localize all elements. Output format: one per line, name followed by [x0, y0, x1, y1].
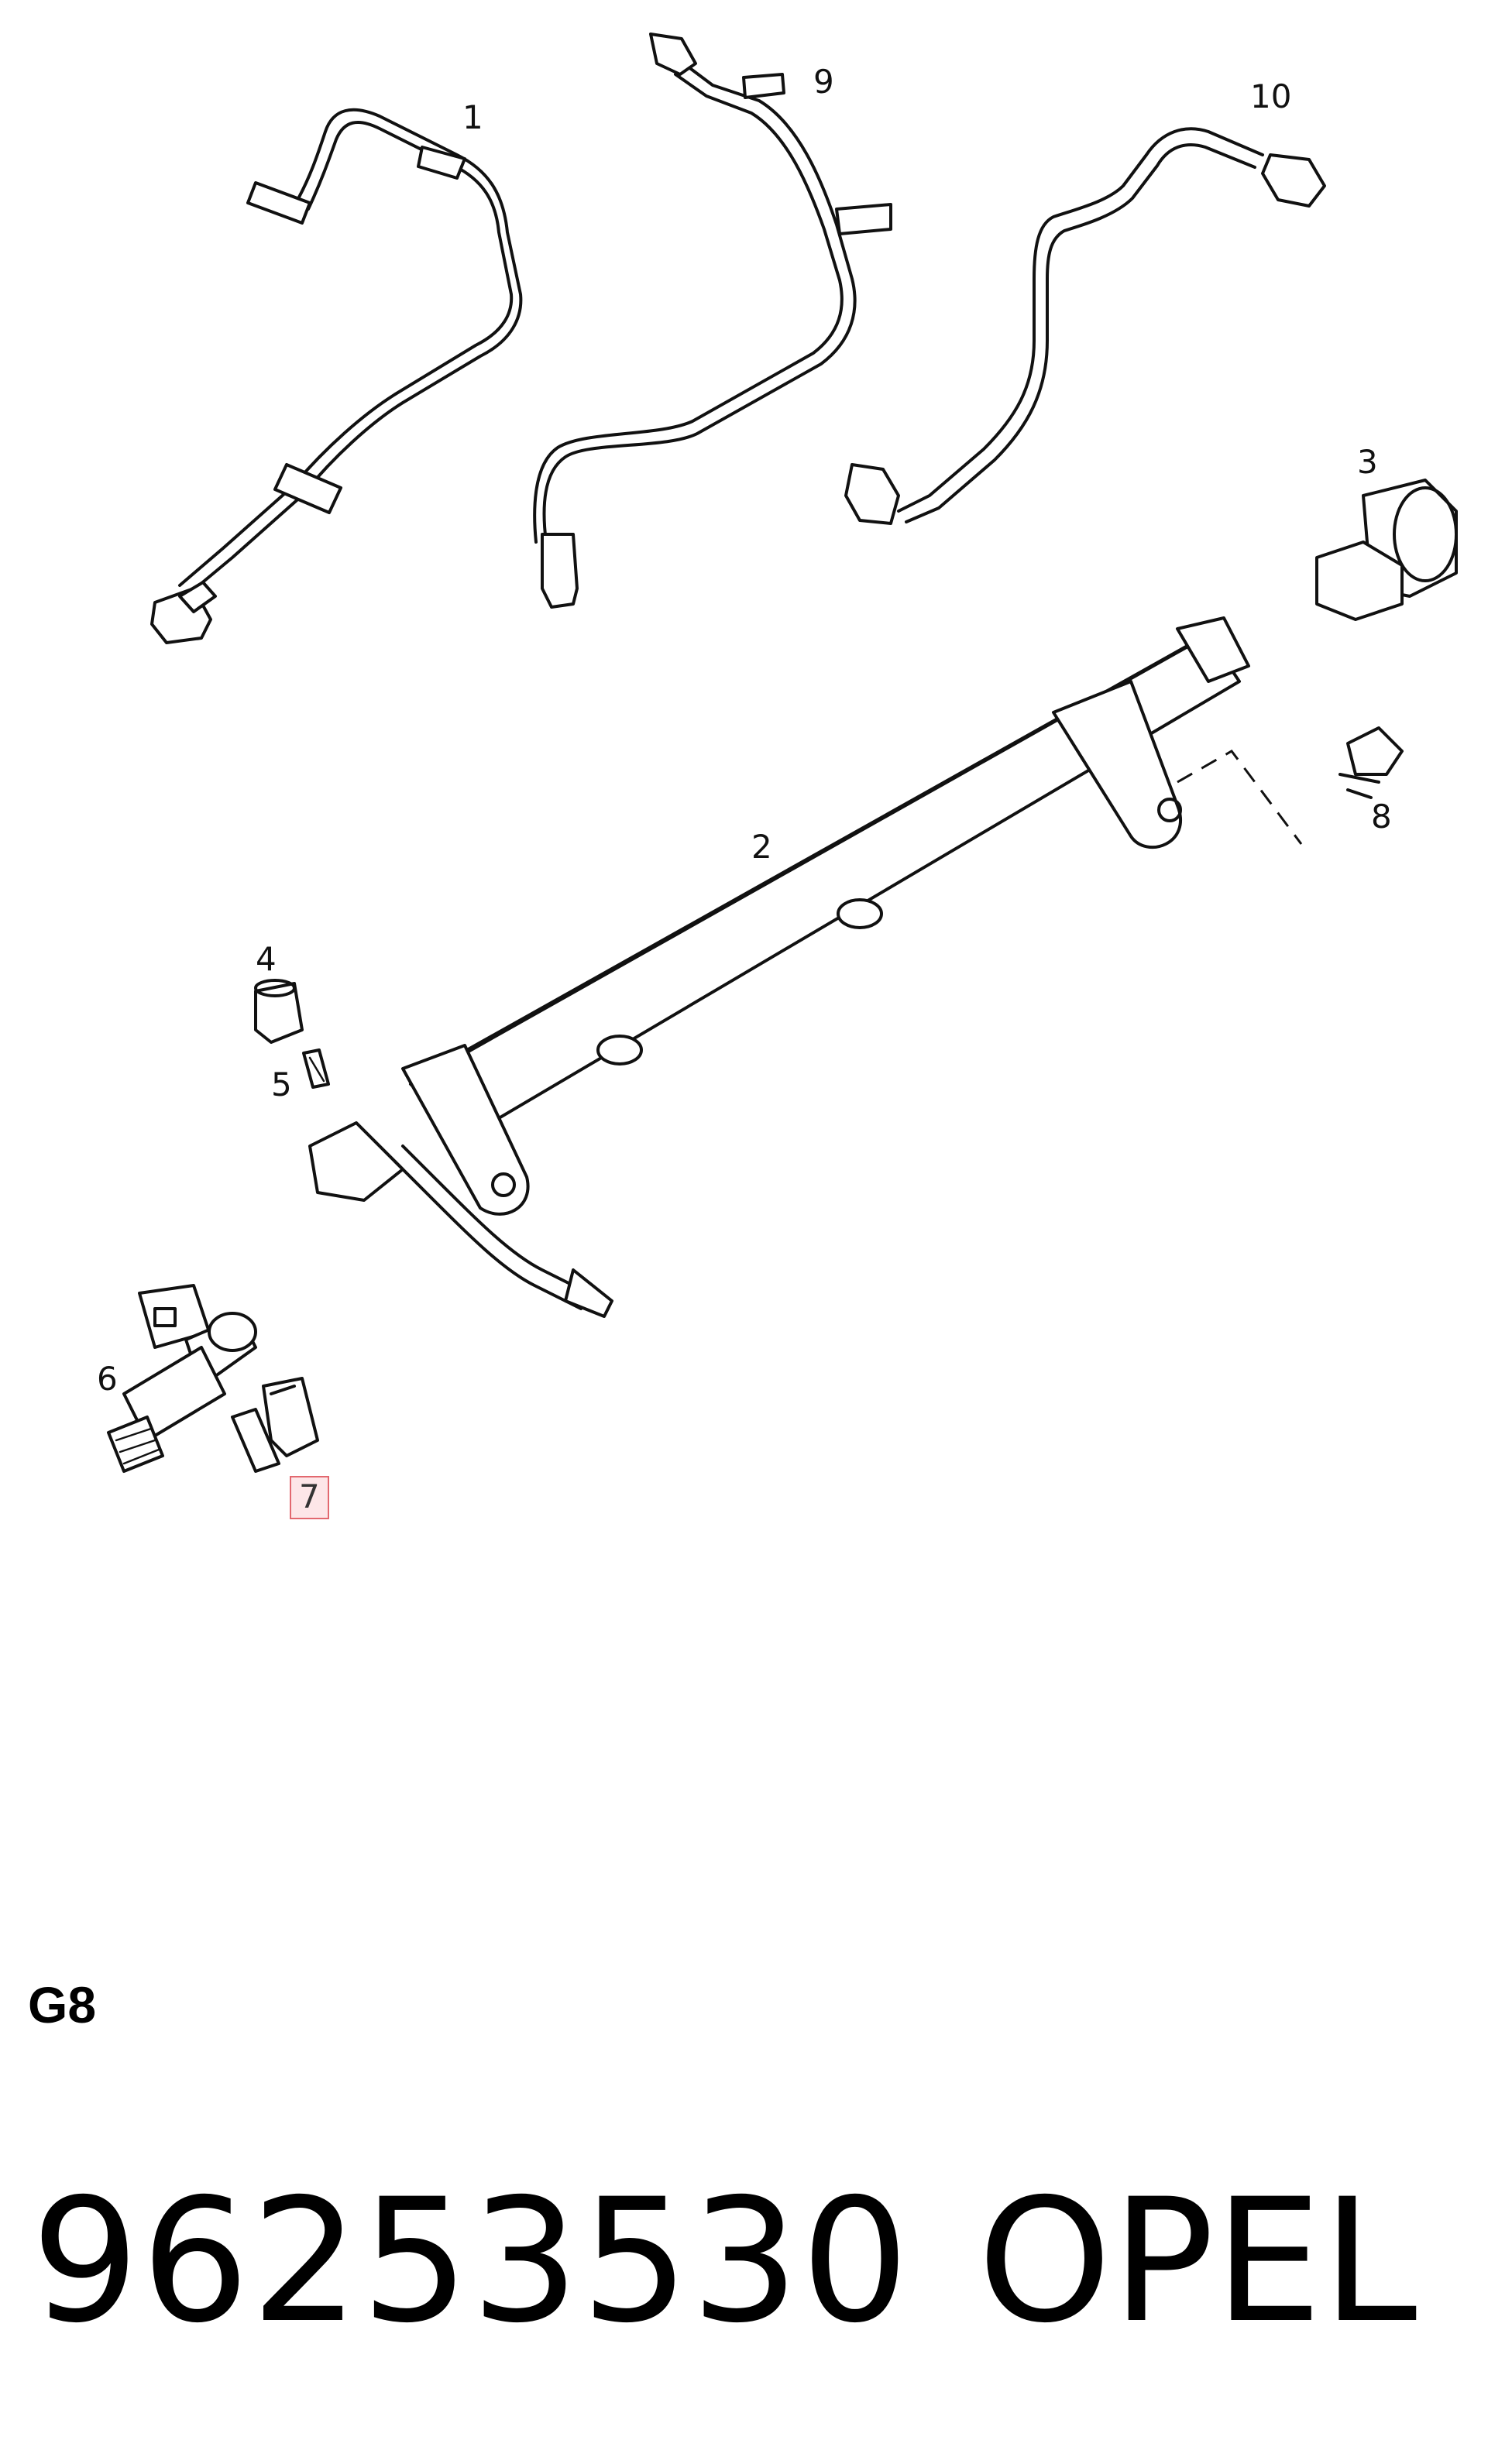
- part-10-fuel-line: [844, 127, 1326, 525]
- brand-name: OPEL: [978, 2162, 1418, 2360]
- section-code: G8: [28, 1976, 97, 2033]
- part-7-clip: [231, 1377, 319, 1473]
- part-4-cap: [254, 979, 304, 1044]
- callout-10: 10: [1250, 77, 1292, 115]
- part-1-fuel-line: [150, 108, 523, 644]
- part-3-pressure-regulator-nut: [1315, 479, 1458, 621]
- callout-6: 6: [97, 1360, 118, 1398]
- callout-5: 5: [271, 1066, 292, 1103]
- callout-3: 3: [1357, 443, 1378, 481]
- callout-7[interactable]: 7: [290, 1476, 329, 1519]
- part-8-bolt: [1338, 726, 1404, 799]
- part-number: 96253530: [31, 2162, 911, 2360]
- exploded-view-drawing: [107, 33, 1458, 1473]
- part-2-fuel-rail: [308, 616, 1303, 1318]
- part-6-injector: [107, 1284, 257, 1473]
- callout-8: 8: [1371, 798, 1392, 836]
- part-9-fuel-line: [533, 33, 892, 609]
- callout-2: 2: [751, 828, 772, 866]
- callout-1: 1: [462, 98, 483, 136]
- callout-9: 9: [813, 63, 834, 101]
- part-5-valve: [302, 1048, 330, 1089]
- callout-4: 4: [256, 940, 277, 978]
